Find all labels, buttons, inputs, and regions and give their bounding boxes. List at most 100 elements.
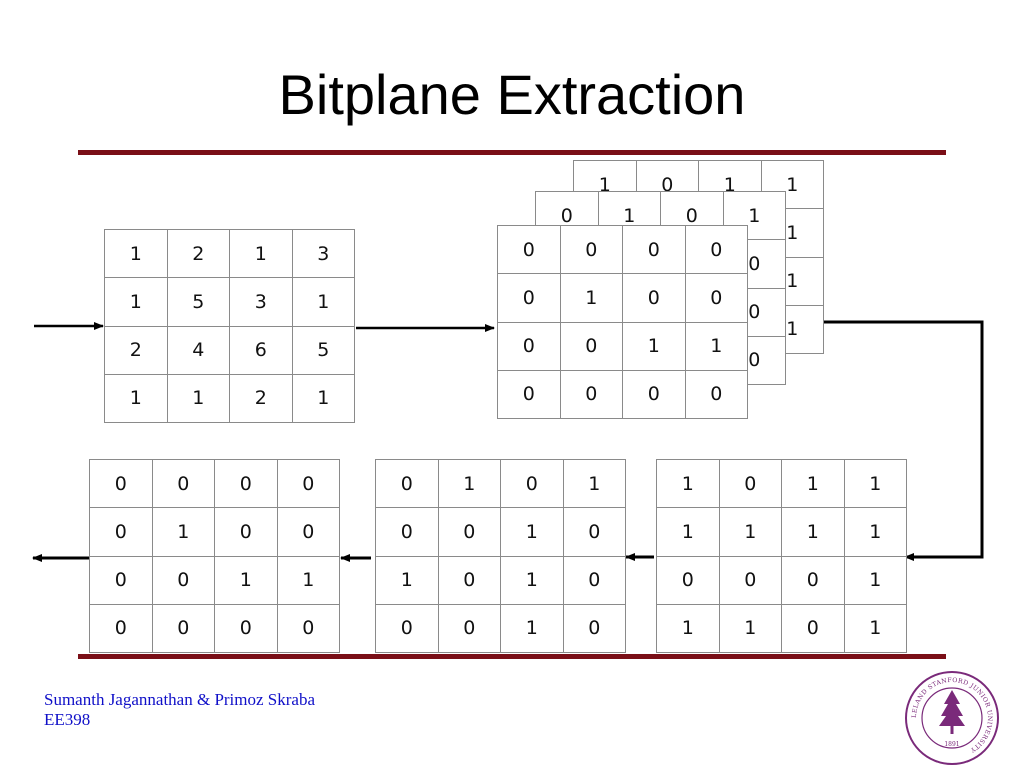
matrix-cell: 0 [497,321,561,371]
matrix-cell: 1 [843,555,907,605]
matrix-cell: 1 [166,373,230,424]
matrix-cell: 0 [497,224,561,275]
matrix-cell: 1 [781,507,845,557]
matrix-cell: 0 [437,507,501,557]
matrix-cell: 0 [559,369,623,420]
matrix-cell: 0 [437,555,501,605]
matrix-cell: 5 [166,277,230,327]
matrix-cell: 1 [375,555,439,605]
matrix-cell: 1 [622,321,686,371]
matrix-cell: 0 [497,369,561,420]
matrix-cell: 2 [229,373,293,424]
bitplane-route-line [824,320,984,561]
matrix-cell: 1 [843,603,907,654]
matrix-cell: 4 [166,325,230,375]
matrix-cell: 0 [559,321,623,371]
matrix-cell: 1 [559,273,623,323]
matrix-cell: 1 [500,603,564,654]
matrix-cell: 0 [89,603,153,654]
matrix-cell: 6 [229,325,293,375]
bottom-divider [78,654,946,659]
matrix-cell: 0 [151,458,215,509]
matrix-cell: 0 [684,273,748,323]
matrix-cell: 0 [89,458,153,509]
matrix-cell: 1 [276,555,340,605]
slide-title: Bitplane Extraction [278,63,746,126]
matrix-cell: 3 [291,228,355,279]
matrix-cell: 0 [562,555,626,605]
matrix-cell: 0 [276,507,340,557]
matrix-cell: 0 [89,555,153,605]
matrix-cell: 0 [151,603,215,654]
matrix-cell: 0 [375,458,439,509]
matrix-cell: 1 [656,603,720,654]
matrix-cell: 1 [562,458,626,509]
matrix-cell: 5 [291,325,355,375]
matrix-cell: 2 [166,228,230,279]
matrix-cell: 0 [718,555,782,605]
matrix-cell: 1 [500,507,564,557]
matrix-cell: 0 [497,273,561,323]
matrix-cell: 1 [500,555,564,605]
matrix-cell: 1 [104,373,168,424]
matrix-cell: 0 [684,369,748,420]
matrix-cell: 0 [151,555,215,605]
matrix-cell: 0 [437,603,501,654]
matrix-cell: 1 [718,603,782,654]
matrix-cell: 1 [291,373,355,424]
matrix-cell: 0 [276,458,340,509]
matrix-cell: 3 [229,277,293,327]
footer-course: EE398 [44,710,91,729]
matrix-cell: 0 [89,507,153,557]
matrix-cell: 0 [656,555,720,605]
matrix-cell: 1 [229,228,293,279]
matrix-cell: 0 [500,458,564,509]
matrix-cell: 0 [622,369,686,420]
stanford-seal-icon: LELAND STANFORD JUNIOR UNIVERSITY 1891 [905,671,999,765]
matrix-cell: 1 [843,507,907,557]
seal-year: 1891 [944,741,959,748]
matrix-cell: 0 [781,603,845,654]
matrix-cell: 0 [276,603,340,654]
matrix-cell: 1 [843,458,907,509]
matrix-cell: 1 [781,458,845,509]
matrix-cell: 0 [375,603,439,654]
matrix-cell: 2 [104,325,168,375]
matrix-cell: 1 [437,458,501,509]
matrix-cell: 0 [781,555,845,605]
matrix-cell: 0 [684,224,748,275]
matrix-cell: 1 [291,277,355,327]
matrix-cell: 0 [622,273,686,323]
matrix-cell: 1 [684,321,748,371]
matrix-cell: 0 [559,224,623,275]
matrix-cell: 1 [718,507,782,557]
matrix-cell: 1 [104,277,168,327]
footer-authors: Sumanth Jagannathan & Primoz Skraba [44,690,316,709]
matrix-cell: 1 [214,555,278,605]
matrix-cell: 1 [656,507,720,557]
matrix-cell: 0 [562,507,626,557]
matrix-cell: 0 [562,603,626,654]
matrix-cell: 1 [104,228,168,279]
